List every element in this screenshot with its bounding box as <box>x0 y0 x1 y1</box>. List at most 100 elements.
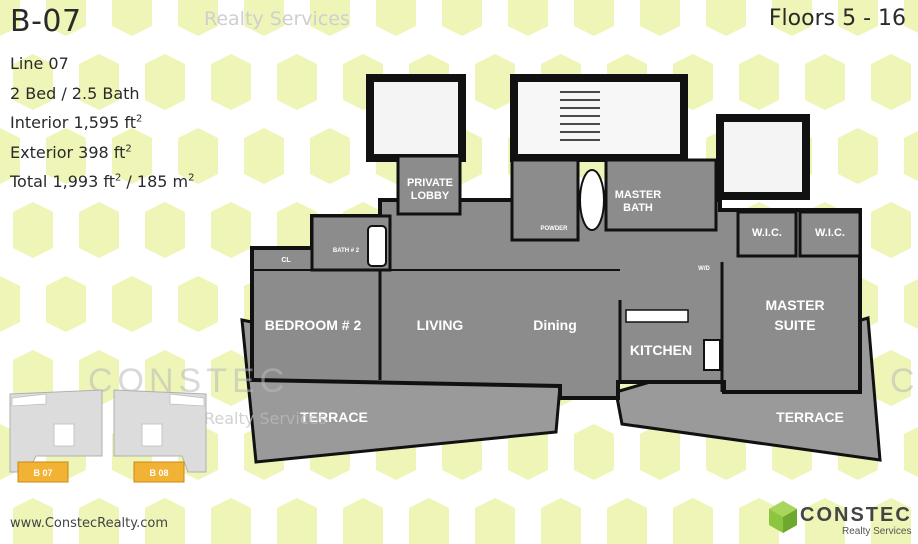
label-private-lobby-2: LOBBY <box>411 190 450 202</box>
pattern-block <box>13 350 53 406</box>
pattern-block <box>442 0 482 36</box>
spec-interior: Interior 1,595 ft2 <box>10 113 143 132</box>
pattern-block <box>310 0 350 36</box>
pattern-block <box>277 202 317 258</box>
pattern-block <box>46 0 86 36</box>
elevator-right <box>716 114 810 200</box>
pattern-block <box>871 202 911 258</box>
pattern-block <box>46 128 86 184</box>
constec-logo-icon <box>769 501 797 533</box>
counter <box>625 309 689 323</box>
pattern-block <box>640 424 680 480</box>
label-wic-1: W.I.C. <box>752 227 782 239</box>
watermark-realty-top: Realty Services <box>204 8 350 30</box>
spec-total: Total 1,993 ft2 / 185 m2 <box>10 172 195 191</box>
spec-beds-baths: 2 Bed / 2.5 Bath <box>10 84 140 103</box>
pattern-block <box>145 54 185 110</box>
pattern-block <box>211 350 251 406</box>
range <box>703 339 721 371</box>
pattern-block <box>0 276 20 332</box>
pattern-block <box>838 128 878 184</box>
wic-area-1 <box>736 210 798 258</box>
pattern-block <box>838 0 878 36</box>
pattern-block <box>574 0 614 36</box>
pattern-block <box>13 498 53 544</box>
label-bedroom2: BEDROOM # 2 <box>265 317 362 333</box>
unit-code: B-07 <box>10 4 82 39</box>
pattern-block <box>541 498 581 544</box>
tub-bath2 <box>367 225 387 267</box>
pattern-block <box>607 498 647 544</box>
pattern-block <box>46 276 86 332</box>
pattern-block <box>79 498 119 544</box>
label-wic-2: W.I.C. <box>815 227 845 239</box>
pattern-block <box>673 498 713 544</box>
pattern-block <box>475 54 515 110</box>
pattern-block <box>0 0 20 36</box>
pattern-block <box>178 0 218 36</box>
label-powder: POWDER <box>541 226 569 232</box>
watermark-constec-right: C <box>890 362 915 400</box>
pattern-block <box>178 276 218 332</box>
pattern-block <box>640 0 680 36</box>
label-master-bath-2: BATH <box>623 202 653 214</box>
master-bath-area <box>604 158 718 232</box>
label-master-suite-2: SUITE <box>774 317 815 333</box>
spec-exterior: Exterior 398 ft2 <box>10 143 132 162</box>
pattern-block <box>112 276 152 332</box>
key-plan: B 07 B 08 <box>9 389 207 483</box>
stair-treads <box>560 91 600 141</box>
logo-subtitle: Realty Services <box>842 526 912 537</box>
pattern-block <box>475 498 515 544</box>
label-terrace-right: TERRACE <box>776 409 844 425</box>
keyplan-unit-b07 <box>17 461 69 483</box>
pattern-block <box>706 0 746 36</box>
pattern-block <box>178 128 218 184</box>
keyplan-label-b07: B 07 <box>33 468 52 478</box>
pattern-block <box>310 128 350 184</box>
floor-range: Floors 5 - 16 <box>768 6 906 31</box>
pattern-block <box>772 0 812 36</box>
pattern-block <box>871 54 911 110</box>
label-dining: Dining <box>533 317 577 333</box>
label-terrace-left: TERRACE <box>300 409 368 425</box>
pattern-block <box>409 498 449 544</box>
stair-core <box>510 74 688 162</box>
pattern-block <box>79 54 119 110</box>
pattern-block <box>112 0 152 36</box>
label-laundry: W/D <box>698 266 710 272</box>
pattern-block <box>343 498 383 544</box>
pattern-block <box>145 202 185 258</box>
pattern-block <box>376 0 416 36</box>
label-living: LIVING <box>417 317 464 333</box>
private-lobby-area <box>396 154 462 216</box>
label-closet: CL <box>281 257 291 264</box>
wic-area-2 <box>798 210 862 258</box>
pattern-block <box>13 202 53 258</box>
pattern-block <box>805 498 845 544</box>
watermark-realty: Realty Services <box>204 409 327 428</box>
pattern-block <box>871 350 911 406</box>
pattern-block <box>244 0 284 36</box>
logo-name: CONSTEC <box>800 504 912 526</box>
pattern-block <box>0 128 20 184</box>
keyplan-label-b08: B 08 <box>149 468 168 478</box>
pattern-block <box>508 424 548 480</box>
spec-line: Line 07 <box>10 54 69 73</box>
pattern-block <box>277 498 317 544</box>
pattern-block <box>145 498 185 544</box>
pattern-block <box>13 54 53 110</box>
pattern-block <box>739 54 779 110</box>
pattern-block <box>211 498 251 544</box>
label-master-suite-1: MASTER <box>765 297 824 313</box>
pattern-block <box>904 0 918 33</box>
pattern-block <box>211 54 251 110</box>
label-bath2: BATH # 2 <box>333 248 360 254</box>
label-master-bath-1: MASTER <box>615 189 662 201</box>
pattern-block <box>904 427 918 477</box>
label-private-lobby-1: PRIVATE <box>407 177 453 189</box>
pattern-block <box>508 0 548 36</box>
pattern-block <box>574 424 614 480</box>
pattern-block <box>904 279 918 329</box>
